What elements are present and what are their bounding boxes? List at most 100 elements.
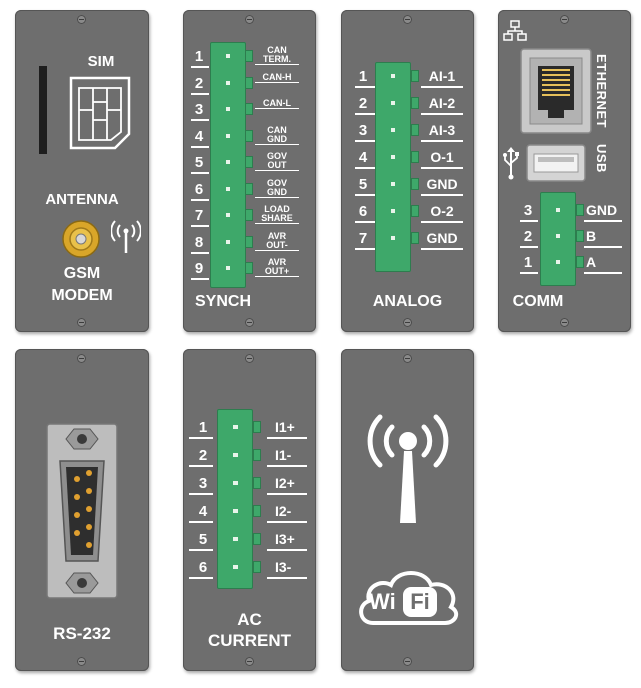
comm-pin-number-underline (520, 220, 538, 222)
terminal-tab (253, 561, 261, 573)
terminal-screw-hole (391, 101, 395, 105)
synch-pin-number: 2 (194, 74, 204, 92)
comm-pin-number: 2 (523, 228, 533, 245)
terminal-screw-hole (391, 209, 395, 213)
antenna-connector[interactable] (61, 219, 101, 259)
synch-pin-number: 1 (194, 48, 204, 65)
terminal-screw-hole (226, 133, 230, 138)
analog-terminal-block[interactable] (375, 62, 411, 272)
terminal-screw-hole (233, 453, 238, 457)
terminal-screw-hole (391, 236, 395, 240)
comm-pin-number: 3 (523, 202, 533, 219)
synch-pin-number-underline (191, 92, 209, 95)
terminal-screw-hole (233, 509, 238, 513)
terminal-screw-hole (233, 565, 238, 569)
ac-pin-label-underline (267, 549, 307, 551)
sim-label: SIM (87, 53, 115, 70)
ac-pin-number-underline (189, 549, 213, 551)
ac-title-line1: AC (237, 610, 262, 629)
analog-pin-number-underline (355, 140, 375, 142)
ethernet-port[interactable] (520, 48, 592, 134)
antenna-signal-icon (111, 220, 141, 253)
screw-bottom (77, 318, 86, 327)
synch-pin-number-underline (191, 66, 209, 68)
terminal-tab (253, 477, 261, 489)
comm-terminal-block[interactable] (540, 192, 576, 286)
analog-pin-label: GND (426, 176, 458, 192)
terminal-screw-hole (226, 107, 230, 111)
analog-pin-label: AI-3 (428, 122, 456, 138)
analog-pin-number: 1 (358, 68, 368, 85)
terminal-screw-hole (226, 80, 230, 85)
ac-pin-number: 1 (198, 419, 208, 436)
comm-pin-number-underline (520, 246, 538, 248)
terminal-screw-hole (391, 155, 395, 159)
terminal-tab (411, 205, 419, 217)
terminal-tab (253, 533, 261, 545)
ac-pin-number-underline (189, 577, 213, 579)
terminal-tab (245, 262, 253, 274)
analog-pin-label-underline (421, 86, 463, 88)
ac-pin-number: 2 (198, 447, 208, 464)
screw-top (77, 354, 86, 363)
terminal-tab (411, 151, 419, 163)
synch-pin-number-underline (191, 225, 209, 227)
ac-pin-number: 5 (198, 531, 208, 548)
ac-pin-label: I1- (275, 447, 292, 463)
ac-pin-label: I1+ (275, 419, 295, 435)
comm-pin-label: B (586, 228, 597, 244)
terminal-tab (411, 124, 419, 136)
screw-bottom (245, 657, 254, 666)
analog-pin-label-underline (421, 113, 463, 115)
analog-pin-number-underline (355, 167, 375, 169)
analog-pin-number: 2 (358, 95, 368, 112)
comm-pin-label-underline (584, 272, 622, 274)
synch-pin-number-underline (191, 145, 209, 148)
ac-current-terminal-block[interactable] (217, 409, 253, 589)
synch-pin-number: 4 (194, 127, 204, 145)
terminal-tab (245, 235, 253, 248)
terminal-screw-hole (391, 128, 395, 132)
terminal-tab (253, 449, 261, 461)
terminal-screw-hole (556, 260, 560, 264)
usb-port[interactable] (526, 144, 586, 182)
synch-title: SYNCH (194, 293, 251, 310)
analog-pin-number: 3 (358, 122, 368, 139)
terminal-screw-hole (226, 239, 230, 244)
terminal-tab (245, 103, 253, 115)
comm-pin-number: 1 (523, 254, 533, 271)
synch-pin-number: 7 (194, 207, 204, 224)
ac-pin-label: I2- (275, 503, 292, 519)
analog-pin-label-underline (421, 248, 463, 250)
analog-pin-label: AI-2 (428, 95, 456, 111)
screw-bottom (403, 657, 412, 666)
wireless-tower-icon (367, 414, 449, 523)
terminal-tab (245, 50, 253, 62)
analog-pin-number: 4 (358, 149, 368, 166)
sim-slot[interactable] (39, 66, 47, 154)
screw-top (77, 15, 86, 24)
comm-pin-label-underline (584, 246, 622, 248)
terminal-screw-hole (226, 213, 230, 217)
terminal-tab (411, 232, 419, 244)
terminal-tab (245, 209, 253, 221)
synch-terminal-block[interactable] (210, 42, 246, 288)
terminal-screw-hole (556, 208, 560, 212)
db9-serial-port[interactable] (46, 423, 118, 599)
network-icon (503, 20, 527, 41)
comm-title: COMM (512, 293, 564, 310)
terminal-screw-hole (226, 54, 230, 58)
terminal-tab (253, 505, 261, 517)
ac-pin-number-underline (189, 521, 213, 523)
ac-pin-label-underline (267, 493, 307, 495)
synch-pin-number-underline (191, 198, 209, 201)
screw-top (245, 15, 254, 24)
ac-pin-label: I3+ (275, 531, 295, 547)
ac-pin-number-underline (189, 465, 213, 467)
terminal-tab (245, 156, 253, 168)
